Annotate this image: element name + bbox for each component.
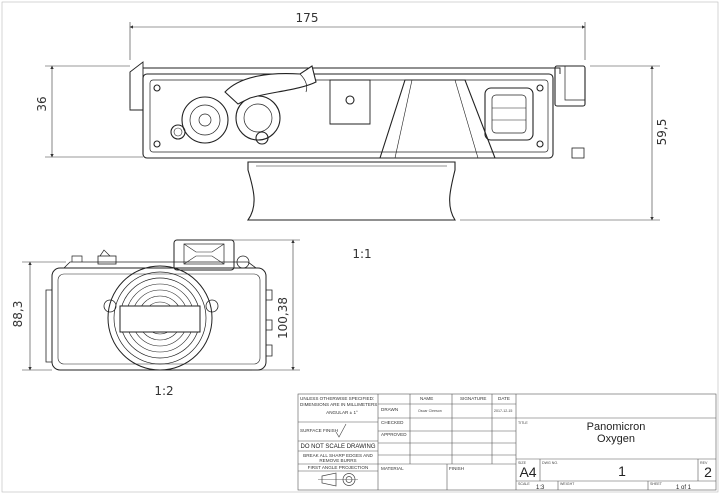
note-do-not-scale: DO NOT SCALE DRAWING <box>300 444 375 450</box>
rev-label: REV <box>700 461 708 465</box>
scale-label-front-view: 1:2 <box>154 384 173 398</box>
advance-lever <box>224 65 317 105</box>
top-view-dimensions <box>45 22 660 221</box>
size-label: SIZE <box>518 461 527 465</box>
front-viewfinder <box>173 239 235 271</box>
sheet-value: 1 of 1 <box>676 485 692 491</box>
header-date: DATE <box>498 396 510 401</box>
lens-barrel <box>246 161 457 221</box>
row-approved: APPROVED <box>381 432 407 437</box>
row-material: MATERIAL <box>381 466 404 471</box>
front-view <box>45 239 273 371</box>
size-value: A4 <box>519 464 536 480</box>
title-line-1: Panomicron <box>587 421 646 433</box>
note-dimensions-mm: DIMENSIONS ARE IN MILLIMETERS <box>300 402 377 407</box>
title-block <box>297 393 717 491</box>
scale-label-top-view: 1:1 <box>352 247 371 261</box>
note-first-angle: FIRST ANGLE PROJECTION <box>308 465 369 470</box>
surface-finish-symbol <box>335 423 347 438</box>
dim-height-59-5: 59,5 <box>655 119 669 146</box>
sheet-label: SHEET <box>650 482 663 486</box>
title-label: TITLE <box>518 421 528 425</box>
dim-front-width-88-3: 88,3 <box>11 301 25 328</box>
drawn-by-name: Oscar Cleeson <box>418 409 442 413</box>
scale-label: SCALE <box>518 482 530 486</box>
viewfinder-window <box>484 87 534 141</box>
header-name: NAME <box>420 396 433 401</box>
dim-height-36: 36 <box>35 96 49 111</box>
front-lens-outer-ring <box>107 265 213 371</box>
dwg-no-label: DWG NO. <box>542 461 558 465</box>
note-angular-tolerance: ANGULAR ± 1° <box>326 410 358 415</box>
header-signature: SIGNATURE <box>460 396 486 401</box>
row-drawn: DRAWN <box>381 407 398 412</box>
note-break-edges-1: BREAK ALL SHARP EDGES AND <box>303 453 373 458</box>
note-unless-specified: UNLESS OTHERWISE SPECIFIED: <box>300 396 374 401</box>
accessory-mount <box>329 79 371 125</box>
title-line-2: Oxygen <box>597 433 635 445</box>
first-angle-projection-symbol <box>318 472 358 487</box>
right-end-cap <box>554 65 586 107</box>
front-view-dimensions <box>22 239 300 371</box>
dim-front-height-100-38: 100,38 <box>276 297 290 339</box>
front-lens-bar <box>119 305 201 333</box>
drawn-date: 2017-12-15 <box>494 409 512 413</box>
note-surface-finish: SURFACE FINISH <box>300 428 338 433</box>
winding-knob <box>181 96 229 144</box>
row-checked: CHECKED <box>381 420 404 425</box>
lens-shroud <box>379 79 496 159</box>
note-break-edges-2: REMOVE BURRS <box>319 458 356 463</box>
scale-value: 1:3 <box>536 485 545 491</box>
weight-label: WEIGHT <box>560 482 575 486</box>
rev-value: 2 <box>704 464 712 480</box>
top-view <box>129 61 586 221</box>
camera-body-outline <box>142 73 554 159</box>
dwg-no-value: 1 <box>618 463 626 479</box>
dim-width-175: 175 <box>296 11 319 25</box>
row-finish: FINISH <box>449 466 464 471</box>
